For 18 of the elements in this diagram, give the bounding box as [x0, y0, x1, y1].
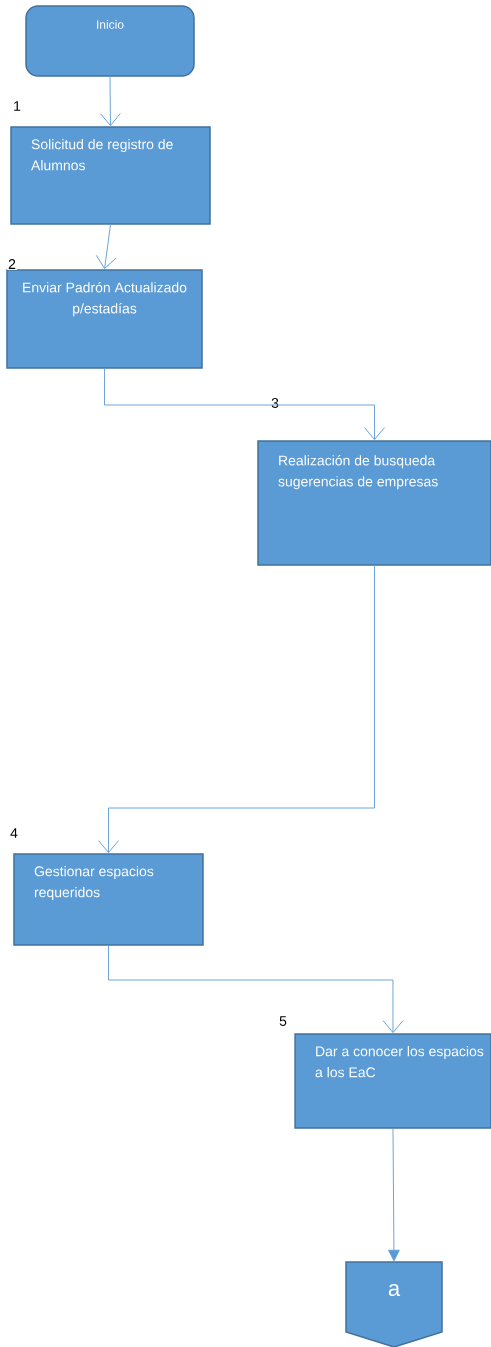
step-number: 3	[270, 397, 280, 409]
process-box: Realización de busqueda sugerencias de empresas	[257, 440, 491, 566]
arrow	[104, 368, 385, 440]
off-page-connector: a	[345, 1261, 443, 1347]
step-number: 2	[7, 258, 17, 270]
process-box: Dar a conocer los espacios a los EaC	[294, 1033, 491, 1129]
step-number: 4	[9, 827, 19, 839]
step-number: 1	[12, 100, 22, 112]
process-box: Gestionar espacios requeridos	[13, 853, 204, 946]
start-box: Inicio	[25, 5, 195, 77]
arrow	[95, 224, 117, 269]
process-box: Solicitud de registro de Alumnos	[10, 126, 211, 225]
step-number: 5	[278, 1015, 288, 1027]
arrow	[108, 945, 404, 1033]
arrow	[99, 76, 121, 126]
process-box: Enviar Padrón Actualizado p/estadías	[6, 269, 203, 369]
arrow	[98, 565, 375, 853]
arrow	[388, 1128, 400, 1262]
